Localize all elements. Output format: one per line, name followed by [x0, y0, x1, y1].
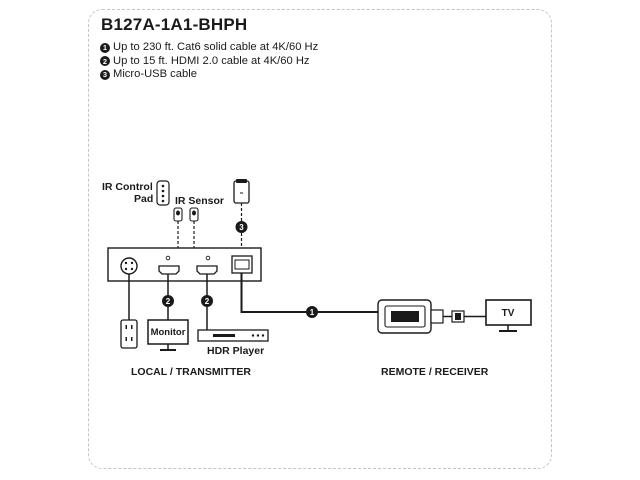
- hdr-player-icon: [197, 329, 269, 342]
- svg-text:2: 2: [166, 297, 171, 306]
- spec-item: 1 Up to 230 ft. Cat6 solid cable at 4K/6…: [100, 41, 318, 55]
- svg-text:1: 1: [310, 308, 315, 317]
- spec-list: 1 Up to 230 ft. Cat6 solid cable at 4K/6…: [100, 41, 318, 82]
- hdr-player-label: HDR Player: [207, 345, 264, 357]
- marker-1-icon: 1: [306, 306, 318, 318]
- number-badge-icon: 1: [100, 42, 110, 53]
- spec-text: Up to 15 ft. HDMI 2.0 cable at 4K/60 Hz: [113, 54, 310, 67]
- remote-receiver-label: REMOTE / RECEIVER: [381, 366, 489, 378]
- number-badge-icon: 3: [100, 69, 110, 80]
- marker-2-icon: 2: [162, 295, 174, 307]
- spec-text: Micro-USB cable: [113, 68, 197, 80]
- marker-3-icon: 3: [235, 221, 248, 233]
- ir-control-pad-icon: [156, 180, 170, 206]
- local-transmitter-label: LOCAL / TRANSMITTER: [131, 366, 251, 378]
- diagram-frame: [88, 9, 552, 469]
- tv-icon: [485, 299, 532, 332]
- ir-control-pad-label: IR Control: [102, 181, 153, 193]
- ir-sensor-icon: [173, 207, 199, 222]
- ir-dashed-cable: [177, 221, 195, 248]
- transmitter-device: [107, 247, 262, 282]
- number-badge-icon: 2: [100, 56, 110, 67]
- cat6-cable: [240, 273, 378, 313]
- receiver-device: [377, 299, 486, 334]
- tv-label: TV: [502, 308, 515, 319]
- monitor-label: Monitor: [151, 327, 186, 338]
- product-title: B127A-1A1-BHPH: [101, 15, 248, 34]
- wall-outlet-icon: [120, 274, 138, 349]
- spec-item: 3 Micro-USB cable: [100, 68, 318, 82]
- svg-text:3: 3: [239, 223, 244, 232]
- marker-2-icon: 2: [201, 295, 213, 307]
- svg-text:2: 2: [205, 297, 210, 306]
- spec-text: Up to 230 ft. Cat6 solid cable at 4K/60 …: [113, 41, 319, 53]
- spec-item: 2 Up to 15 ft. HDMI 2.0 cable at 4K/60 H…: [100, 55, 318, 69]
- monitor-icon: [147, 319, 189, 351]
- ir-control-pad-label: Pad: [134, 193, 153, 205]
- power-adapter-icon: [233, 179, 250, 204]
- ir-sensor-label: IR Sensor: [175, 195, 224, 207]
